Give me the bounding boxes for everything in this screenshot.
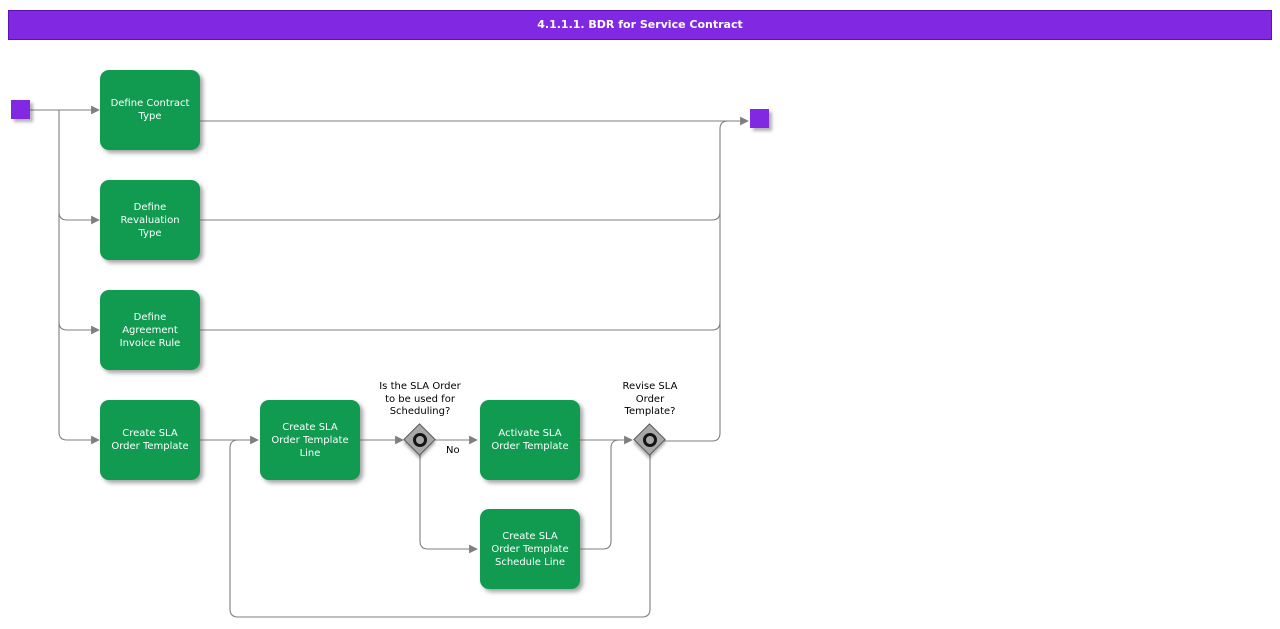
diagram-title-bar: 4.1.1.1. BDR for Service Contract	[8, 10, 1272, 40]
connector-revise-yes-loopback	[229, 439, 651, 618]
activity-define-revaluation-type[interactable]: Define Revaluation Type	[100, 180, 200, 260]
activity-create-sla-order-template-schedule-line[interactable]: Create SLA Order Template Schedule Line	[480, 509, 580, 589]
edge-label-no: No	[446, 445, 460, 456]
activity-activate-sla-order-template[interactable]: Activate SLA Order Template	[480, 400, 580, 480]
end-event-node	[750, 109, 769, 128]
activity-define-contract-type[interactable]: Define Contract Type	[100, 70, 200, 150]
connector-define-revaluation-type-to-trunk	[200, 211, 721, 221]
activity-create-sla-order-template[interactable]: Create SLA Order Template	[100, 400, 200, 480]
decision-label-scheduling: Is the SLA Order to be used for Scheduli…	[379, 381, 461, 417]
connector-branch-to-define-agreement-invoice-rule	[58, 321, 100, 335]
decision-label-revise: Revise SLA Order Template?	[622, 381, 678, 417]
connector-branch-trunk-to-create-sla-order-template	[58, 110, 100, 445]
activity-create-sla-order-template-line[interactable]: Create SLA Order Template Line	[260, 400, 360, 480]
gateway-circle-icon	[643, 433, 657, 447]
connector-scheduling-yes-to-schedule-line	[419, 455, 478, 554]
start-event-node	[11, 100, 30, 119]
connector-branch-to-define-revaluation-type	[58, 211, 100, 225]
connector-revise-decision-to-end-trunk	[664, 120, 729, 442]
gateway-circle-icon	[413, 433, 427, 447]
connector-schedule-line-to-revise-decision	[580, 439, 620, 550]
connector-define-agreement-invoice-rule-to-trunk	[200, 321, 721, 331]
activity-define-agreement-invoice-rule[interactable]: Define Agreement Invoice Rule	[100, 290, 200, 370]
